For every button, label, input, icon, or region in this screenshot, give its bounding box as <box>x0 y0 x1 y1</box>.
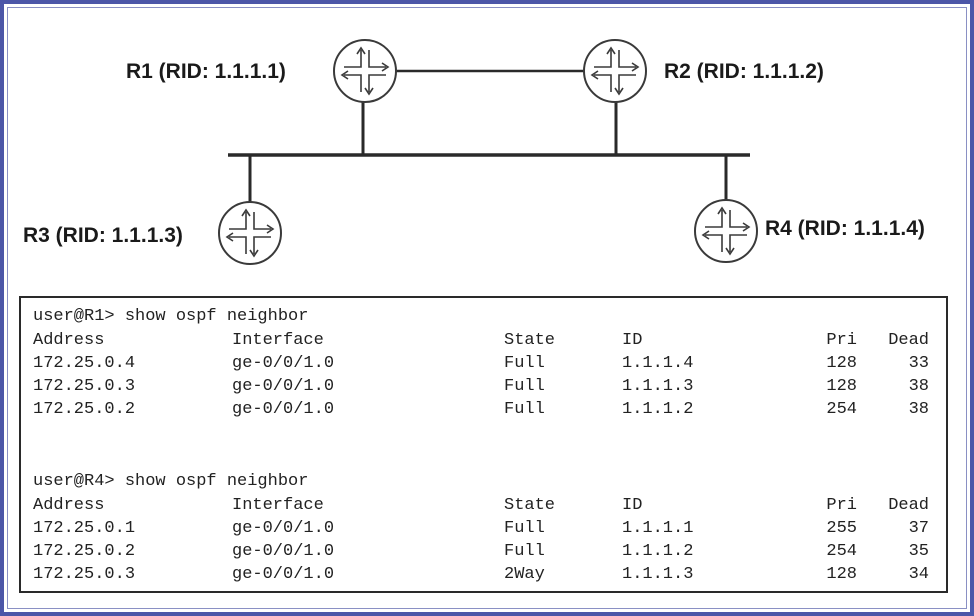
router-r4-icon[interactable] <box>694 199 758 263</box>
cell-id: 1.1.1.1 <box>622 519 694 538</box>
cell-address: 172.25.0.3 <box>33 377 136 396</box>
cell-state: Full <box>504 519 545 538</box>
cell-id: 1.1.1.3 <box>622 565 694 584</box>
router-r3-label: R3 (RID: 1.1.1.3) <box>23 224 183 247</box>
cell-dead: 33 <box>908 354 929 373</box>
cell-pri: 128 <box>826 565 857 584</box>
cell-state: Full <box>504 542 545 561</box>
router-r2-icon[interactable] <box>583 39 647 103</box>
header-interface: Interface <box>232 496 324 515</box>
cell-id: 1.1.1.2 <box>622 400 694 419</box>
cell-pri: 254 <box>826 400 857 419</box>
router-r1-label: R1 (RID: 1.1.1.1) <box>126 60 286 83</box>
cell-dead: 38 <box>908 400 929 419</box>
cell-interface: ge-0/0/1.0 <box>232 565 335 584</box>
cell-dead: 35 <box>908 542 929 561</box>
table-row: 172.25.0.3 ge-0/0/1.0 Full 1.1.1.3 128 3… <box>21 377 946 399</box>
cell-dead: 37 <box>908 519 929 538</box>
cell-interface: ge-0/0/1.0 <box>232 400 335 419</box>
cli-command-r1: user@R1> show ospf neighbor <box>33 307 309 326</box>
cell-address: 172.25.0.1 <box>33 519 136 538</box>
cell-interface: ge-0/0/1.0 <box>232 542 335 561</box>
table-row: 172.25.0.2 ge-0/0/1.0 Full 1.1.1.2 254 3… <box>21 542 946 564</box>
table-header: Address Interface State ID Pri Dead <box>21 331 946 353</box>
cell-address: 172.25.0.2 <box>33 400 136 419</box>
cli-output-panel: user@R1> show ospf neighbor Address Inte… <box>19 296 948 593</box>
cell-interface: ge-0/0/1.0 <box>232 354 335 373</box>
router-r1-icon[interactable] <box>333 39 397 103</box>
header-state: State <box>504 331 556 350</box>
cell-dead: 38 <box>908 377 929 396</box>
router-r4-label: R4 (RID: 1.1.1.4) <box>765 217 925 240</box>
header-state: State <box>504 496 556 515</box>
cell-address: 172.25.0.3 <box>33 565 136 584</box>
table-row: 172.25.0.3 ge-0/0/1.0 2Way 1.1.1.3 128 3… <box>21 565 946 587</box>
cell-address: 172.25.0.4 <box>33 354 136 373</box>
cell-interface: ge-0/0/1.0 <box>232 377 335 396</box>
diagram-inner-border <box>7 7 967 609</box>
header-id: ID <box>622 496 643 515</box>
header-dead: Dead <box>888 496 929 515</box>
cli-command-r4: user@R4> show ospf neighbor <box>33 472 309 491</box>
header-address: Address <box>33 496 105 515</box>
table-header: Address Interface State ID Pri Dead <box>21 496 946 518</box>
cell-id: 1.1.1.4 <box>622 354 694 373</box>
router-r3-icon[interactable] <box>218 201 282 265</box>
router-r2-label: R2 (RID: 1.1.1.2) <box>664 60 824 83</box>
cell-state: Full <box>504 354 545 373</box>
cell-id: 1.1.1.2 <box>622 542 694 561</box>
table-row: 172.25.0.4 ge-0/0/1.0 Full 1.1.1.4 128 3… <box>21 354 946 376</box>
cell-pri: 254 <box>826 542 857 561</box>
header-pri: Pri <box>826 496 857 515</box>
header-interface: Interface <box>232 331 324 350</box>
header-id: ID <box>622 331 643 350</box>
header-pri: Pri <box>826 331 857 350</box>
cell-state: Full <box>504 377 545 396</box>
cell-dead: 34 <box>908 565 929 584</box>
header-address: Address <box>33 331 105 350</box>
cell-pri: 128 <box>826 354 857 373</box>
cell-id: 1.1.1.3 <box>622 377 694 396</box>
header-dead: Dead <box>888 331 929 350</box>
table-row: 172.25.0.2 ge-0/0/1.0 Full 1.1.1.2 254 3… <box>21 400 946 422</box>
cell-interface: ge-0/0/1.0 <box>232 519 335 538</box>
table-row: 172.25.0.1 ge-0/0/1.0 Full 1.1.1.1 255 3… <box>21 519 946 541</box>
cell-address: 172.25.0.2 <box>33 542 136 561</box>
cell-state: 2Way <box>504 565 545 584</box>
cell-pri: 128 <box>826 377 857 396</box>
cell-pri: 255 <box>826 519 857 538</box>
cell-state: Full <box>504 400 545 419</box>
